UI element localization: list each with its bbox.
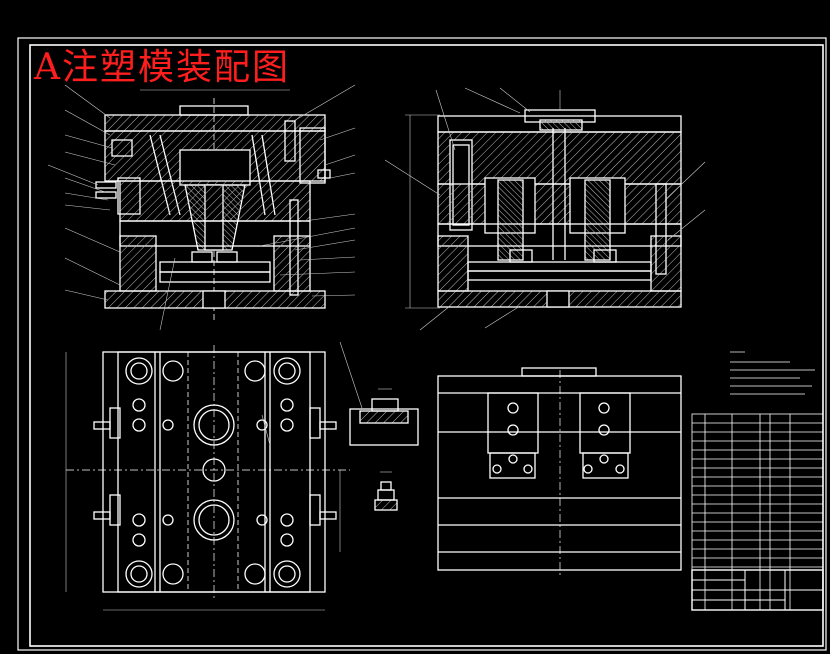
drawing-title: A注塑模装配图 <box>34 47 290 88</box>
front-view-leaders <box>47 84 356 331</box>
sheet-border <box>17 37 827 651</box>
parts-list-table <box>691 413 824 611</box>
side-view-leaders <box>384 87 706 331</box>
title-block <box>691 569 824 611</box>
detail-part-b <box>374 471 398 511</box>
plan-view-dimensions <box>65 352 341 611</box>
plan-view <box>66 345 350 600</box>
moving-half-view <box>437 367 682 575</box>
detail-part-a <box>339 341 419 446</box>
front-section-view <box>95 98 331 320</box>
technical-notes <box>730 351 815 395</box>
side-section-view <box>437 109 682 308</box>
